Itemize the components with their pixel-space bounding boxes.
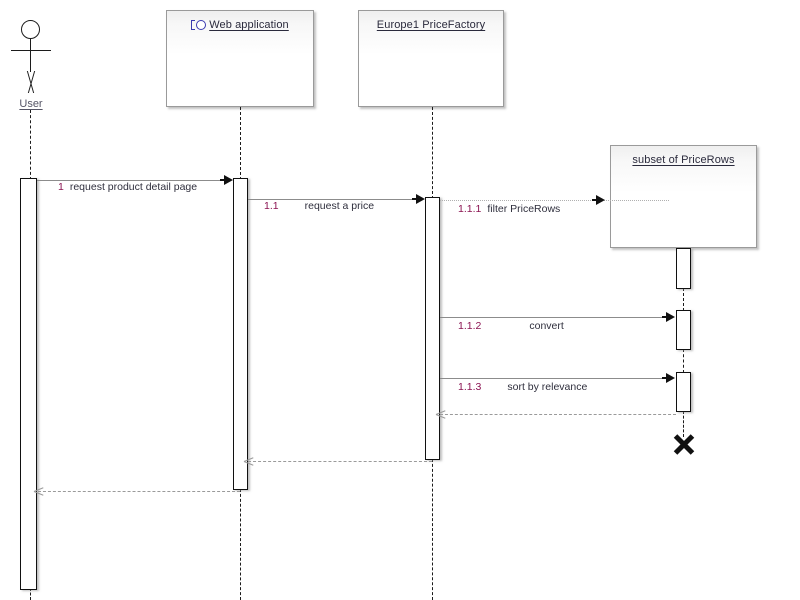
lifeline-title-europe1-pricefactory: Europe1 PriceFactory [376,19,486,31]
lifeline-head-subset-of-pricerows[interactable]: subset of PriceRows [610,145,757,248]
message-number-1-1: 1.1 [264,200,279,212]
message-text-1-1: request a price [304,200,375,212]
message-label-1-1-3: 1.1.3 sort by relevance [458,381,587,393]
lollipop-interface-icon [191,19,208,31]
return-arrowhead-web-application-to-user [34,486,43,496]
return-line-europe1-to-web-application[interactable] [248,461,432,462]
actor-label-user: User [19,98,43,110]
activation-bar-subset-of-pricerows-3[interactable] [676,372,691,412]
message-label-1: 1 request product detail page [58,181,197,193]
lifeline-user-top [30,110,31,180]
activation-bar-subset-of-pricerows-2[interactable] [676,310,691,350]
activation-bar-europe1-pricefactory[interactable] [425,197,440,460]
lifeline-head-title-row: Web application [167,17,313,33]
message-number-1-1-3: 1.1.3 [458,381,482,393]
lifeline-subset-of-pricerows-seg3 [683,411,684,437]
lifeline-user-bottom [30,588,31,600]
message-arrowhead-1-1 [412,194,425,204]
message-arrowhead-1-1-2 [662,312,675,322]
message-line-1-1[interactable] [248,199,418,200]
message-number-1-1-1: 1.1.1 [458,203,482,215]
message-label-1-1-1: 1.1.1 filter PriceRows [458,203,560,215]
activation-bar-web-application[interactable] [233,178,248,490]
message-line-1[interactable] [37,180,226,181]
return-arrowhead-subset-to-europe1 [436,409,445,419]
lifeline-europe1-pricefactory-bottom [432,459,433,600]
lifeline-web-application-top [240,107,241,180]
message-line-1-1-2[interactable] [440,317,668,318]
lifeline-title-web-application: Web application [209,19,289,31]
message-label-1-1: 1.1 request a price [264,200,374,212]
actor-leg-right [27,71,48,93]
activation-bar-subset-of-pricerows-1[interactable] [676,248,691,289]
lifeline-subset-of-pricerows-seg1 [683,288,684,311]
lifeline-head-web-application[interactable]: Web application [166,10,314,107]
lifeline-head-title-row: Europe1 PriceFactory [359,17,503,33]
stick-figure-icon [21,20,40,39]
message-text-1-1-3: sort by relevance [507,381,588,393]
message-number-1: 1 [58,181,64,193]
lifeline-head-title-row: subset of PriceRows [611,152,756,168]
x-destruction-icon [672,432,695,455]
return-arrowhead-europe1-to-web-application [244,456,253,466]
message-arrowhead-1 [220,175,233,185]
lifeline-head-europe1-pricefactory[interactable]: Europe1 PriceFactory [358,10,504,107]
message-label-1-1-2: 1.1.2 convert [458,320,564,332]
message-number-1-1-2: 1.1.2 [458,320,482,332]
message-text-1-1-1: filter PriceRows [487,203,561,215]
message-text-1-1-2: convert [529,320,564,332]
lifeline-europe1-pricefactory-top [432,107,433,199]
message-line-1-1-1[interactable] [440,200,669,201]
return-line-web-application-to-user[interactable] [38,491,240,492]
lifeline-subset-of-pricerows-seg2 [683,349,684,373]
actor-body [30,39,31,72]
lifeline-title-subset-of-pricerows: subset of PriceRows [632,154,735,166]
message-line-1-1-3[interactable] [440,378,668,379]
message-text-1: request product detail page [69,181,198,193]
actor-arms [11,50,51,51]
message-arrowhead-1-1-3 [662,373,675,383]
activation-bar-user[interactable] [20,178,37,590]
lifeline-web-application-bottom [240,489,241,600]
return-line-subset-to-europe1[interactable] [440,414,676,415]
message-arrowhead-1-1-1 [592,195,605,205]
